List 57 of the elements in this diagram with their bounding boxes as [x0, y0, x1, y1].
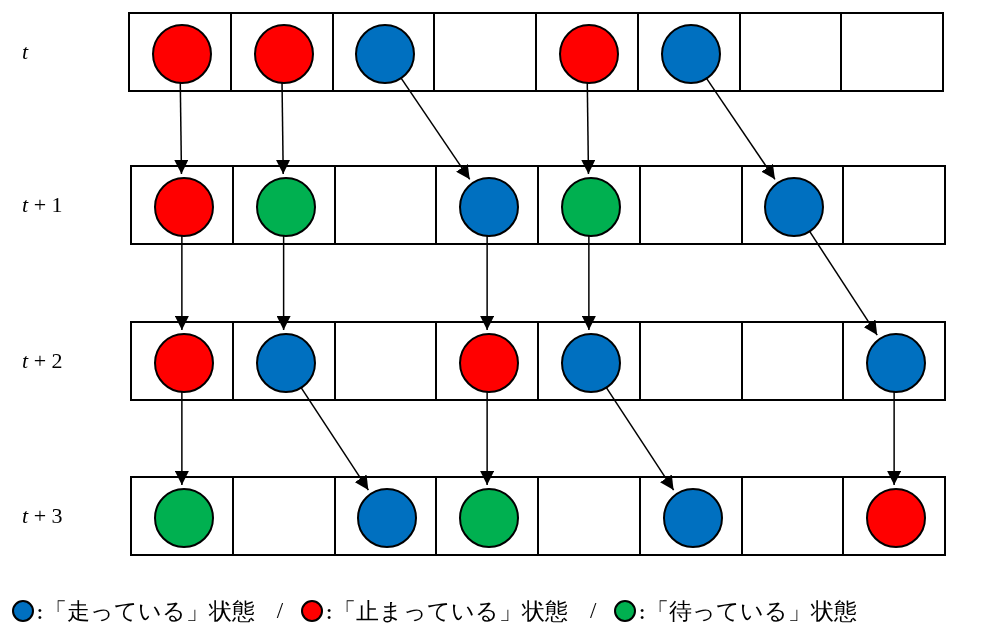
legend-text: :「待っている」状態 [638, 596, 858, 626]
arrow [480, 235, 495, 331]
grid-cell [333, 321, 438, 401]
legend-text: :「止まっている」状態 [325, 596, 568, 626]
grid-cell [840, 12, 944, 92]
arrow [605, 386, 675, 491]
grid-cell [229, 12, 334, 92]
grid-cell [740, 476, 845, 556]
grid-cell [435, 321, 539, 401]
arrow [581, 82, 596, 175]
arrow [299, 386, 370, 491]
grid-cell [333, 165, 438, 245]
grid-cell [130, 165, 234, 245]
grid-cell [738, 12, 843, 92]
grid-cell [535, 12, 639, 92]
grid-cell [231, 476, 336, 556]
grid-cell [842, 165, 946, 245]
grid-cell [231, 165, 336, 245]
grid-cell [537, 321, 641, 401]
grid-cell [333, 476, 438, 556]
row-label: t + 3 [22, 502, 63, 530]
grid-cell [740, 321, 845, 401]
arrow [174, 82, 189, 175]
row-label: t [22, 38, 29, 66]
grid-cell [842, 321, 946, 401]
grid-cell [435, 476, 539, 556]
arrow [174, 391, 189, 486]
grid-cell [638, 476, 743, 556]
grid-cell [740, 165, 845, 245]
grid-cell [638, 321, 743, 401]
grid-cell [638, 165, 743, 245]
grid-cell [130, 476, 234, 556]
arrow [480, 391, 495, 486]
arrow [276, 235, 291, 331]
arrow [808, 230, 878, 336]
grid-cell [331, 12, 436, 92]
row-label: t + 1 [22, 191, 63, 219]
grid-cell [128, 12, 232, 92]
token-circle [764, 177, 825, 237]
arrow [887, 391, 902, 486]
grid-cell [433, 12, 537, 92]
arrow [276, 82, 291, 175]
row-label: t + 2 [22, 347, 63, 375]
arrow [705, 76, 776, 181]
separator-slash: / [276, 598, 284, 624]
grid-cell [842, 476, 946, 556]
grid-cell [435, 165, 539, 245]
grid-cell [537, 165, 641, 245]
grid-cell [636, 12, 741, 92]
arrow [400, 76, 471, 181]
legend-text: :「走っている」状態 [36, 596, 255, 626]
arrow [581, 235, 596, 331]
grid-cell [231, 321, 336, 401]
grid-cell [130, 321, 234, 401]
grid-cell [537, 476, 641, 556]
separator-slash: / [589, 598, 597, 624]
arrow [174, 235, 189, 331]
